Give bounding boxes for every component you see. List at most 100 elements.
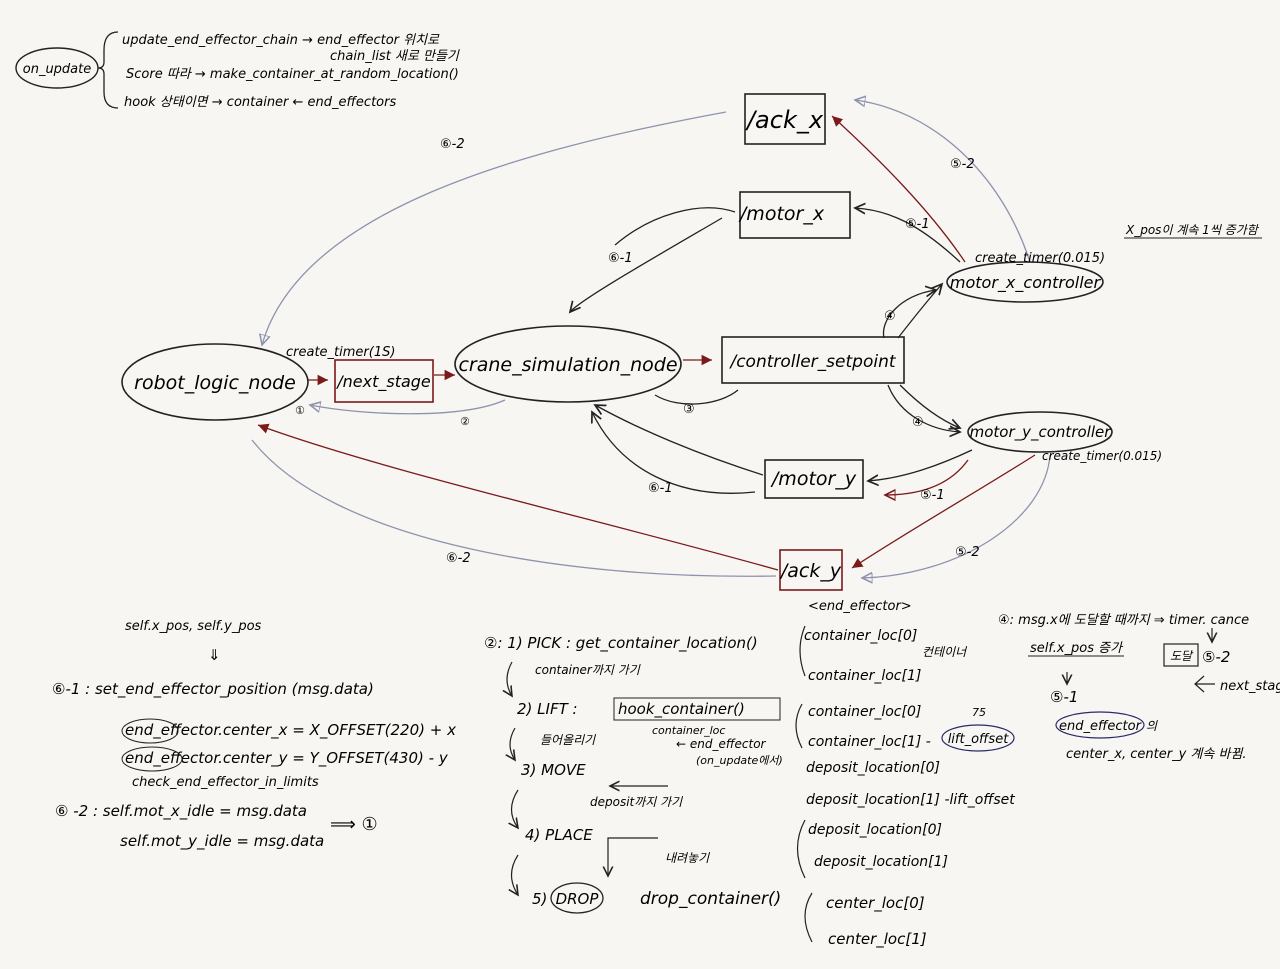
note-s6-1-line2: end_effector.center_y = Y_OFFSET(430) - … [125,749,449,768]
note-step3: 3) MOVE [521,761,586,779]
note-c4-badge-outline [941,724,1015,752]
topic-controller-setpoint-label: /controller_setpoint [728,352,896,372]
note-step5-badge-outline [550,882,604,914]
node-crane-simulation[interactable]: crane_simulation_node [454,325,682,403]
note-c9: center_loc[0] [826,894,925,913]
edge-setpoint-to-motorx-ctrl-2 [882,290,936,339]
header-brace [97,31,119,109]
topic-motor-y[interactable]: /motor_y [764,459,864,499]
note-step2-curve [510,727,515,760]
note-step4-sub: 내려놓기 [665,851,710,865]
note-step2: 2) LIFT : [517,700,578,718]
note-s5-1-badge-outline [1055,711,1145,739]
node-robot-logic-label: robot_logic_node [134,372,296,394]
node-motor-y-controller[interactable]: motor_y_controller [967,411,1113,453]
note-c3: container_loc[0] [808,704,921,720]
edge-motorx-ctrl-to-motorx [855,208,961,263]
topic-motor-x[interactable]: /motor_x [738,191,851,239]
edge-acky-to-robot [257,423,779,571]
note-s4-line2: self.x_pos 증가 [1030,641,1124,656]
note-c6: deposit_location[1] -lift_offset [806,792,1015,808]
label-e5-2-top: ⑤-2 [950,157,975,172]
note-c10: center_loc[1] [828,930,927,949]
note-s4: ④: msg.x에 도달할 때까지 ⇒ timer. cance [998,613,1249,628]
topic-motor-y-label: /motor_y [770,468,857,490]
note-step2-fn-box [613,697,781,721]
note-c7: deposit_location[0] [808,822,942,838]
topic-ack-x-label: /ack_x [745,106,824,134]
edge-motory-to-crane [595,405,764,476]
on-update-badge: on_update [23,62,92,77]
label-e5-1-top: ⑤-1 [905,217,930,232]
label-x-pos-note: X_pos이 계속 1씩 증가함 [1125,223,1260,237]
edge-crane-to-setpoint-3 [654,389,739,405]
header-line-1: update_end_effector_chain → end_effector… [122,33,440,48]
bracket-c1 [799,625,806,677]
note-self-pos: self.x_pos, self.y_pos [125,619,262,634]
edge-setpoint-to-motory-ctrl [899,384,960,428]
edge-motorx-ctrl-to-ackx [831,115,966,263]
label-create-timer-y: create_timer(0.015) [1042,449,1162,463]
label-e6-1-top: ⑥-1 [608,251,633,266]
note-step1-curve [507,661,512,696]
note-step2-note2: ← end_effector [676,737,767,751]
note-s5-1-line2: center_x, center_y 계속 바뀜. [1066,747,1247,762]
label-e1: ① [295,404,305,417]
label-e2: ② [460,415,470,428]
note-c2: container_loc[1] [808,668,921,684]
header-line-2: chain_list 새로 만들기 [330,49,460,64]
topic-ack-x[interactable]: /ack_x [744,93,826,145]
note-step2-sub: 들어올리기 [540,733,596,747]
note-s6-1-title: ⑥-1 : set_end_effector_position (msg.dat… [52,680,374,699]
edge-motory-ctrl-to-acky-arc [862,454,1051,578]
note-c4: container_loc[1] - [808,734,931,750]
topic-next-stage[interactable]: /next_stage [334,359,434,403]
note-s5-1-badge: end_effector [1059,719,1143,734]
topic-motor-x-label: /motor_x [738,203,825,225]
note-c8: deposit_location[1] [814,854,948,870]
label-end-effector-tag: <end_effector> [808,599,912,614]
label-e5-1-bottom: ⑤-1 [920,488,945,503]
header-line-4: hook 상태이면 → container ← end_effectors [124,95,396,110]
note-s6-2-line2: self.mot_y_idle = msg.data [120,832,324,851]
topic-controller-setpoint[interactable]: /controller_setpoint [721,336,905,384]
edge-motory-ctrl-to-acky [851,454,1036,569]
edge-crane-to-robot-2 [310,399,506,415]
note-step5-fn: drop_container() [640,889,781,909]
note-c4-badge: lift_offset [948,732,1010,747]
edge-motorx-to-crane-top [614,207,736,246]
note-c-note: 컨테이너 [922,645,968,659]
edge-setpoint-to-motory-ctrl-2 [887,384,960,432]
topic-ack-y[interactable]: /ack_y [779,549,843,591]
node-robot-logic[interactable]: robot_logic_node [121,343,309,421]
note-s5-1-suffix: 의 [1146,719,1158,733]
edge-acky-to-robot-arc [251,439,777,577]
edge-motorx-ctrl-to-ackx-arc [855,100,1031,263]
node-motor-x-controller[interactable]: motor_x_controller [946,261,1104,303]
note-next-stage: next_stage [1220,679,1280,694]
node-motor-x-controller-label: motor_x_controller [950,273,1102,293]
note-step1-sub: container까지 가기 [535,663,641,677]
note-step2-fn: hook_container() [618,700,745,719]
note-c4-top: 75 [972,706,986,719]
note-step1: ②: 1) PICK : get_container_location() [484,634,758,653]
bracket-c7 [796,819,806,879]
label-e6-2-bottom: ⑥-2 [446,551,471,566]
edge-motory-ctrl-to-motory-2 [885,459,969,495]
label-e6-2-top: ⑥-2 [440,137,465,152]
edge-motorx-to-crane [570,217,723,312]
note-step3-sub: deposit까지 가기 [590,795,683,809]
note-arrive-result: ⑤-2 [1202,648,1230,666]
note-s6-2-result: ⟹ ① [330,814,378,835]
note-step4-arrow [608,837,658,876]
note-s6-1-line1: end_effector.center_x = X_OFFSET(220) + … [125,721,456,740]
note-down-arrow: ⇓ [208,646,221,664]
note-step2-note1: container_loc [652,724,725,737]
note-s6-1-line1-circle [121,718,179,744]
note-step4-curve [512,854,519,895]
note-next-stage-arrow [1194,675,1215,693]
note-s6-2-title: ⑥ -2 : self.mot_x_idle = msg.data [55,802,307,821]
edge-ackx-to-robot-logic [262,111,727,345]
edge-motory-to-crane-2 [592,412,756,494]
